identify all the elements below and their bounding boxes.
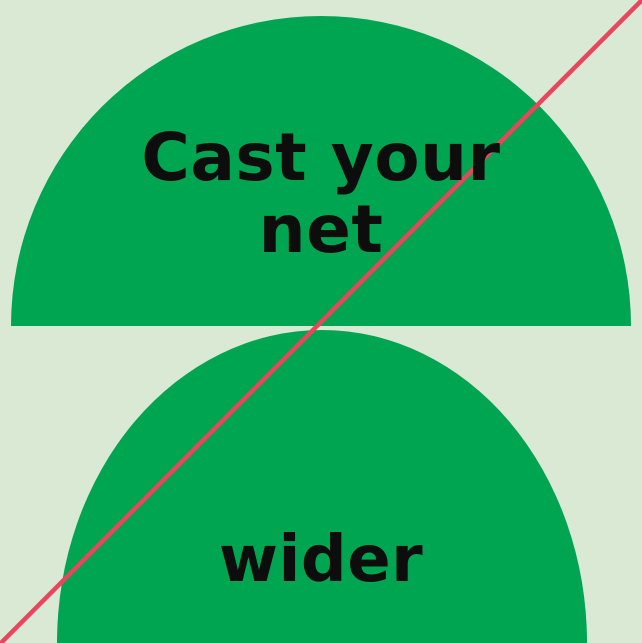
headline-bottom: wider [218,523,424,597]
headline-line-2: net [258,191,384,268]
headline-top: Cast your net [0,122,642,266]
top-semicircle [11,16,631,326]
headline-line-1: Cast your [141,119,501,196]
bottom-semicircle [57,330,587,643]
